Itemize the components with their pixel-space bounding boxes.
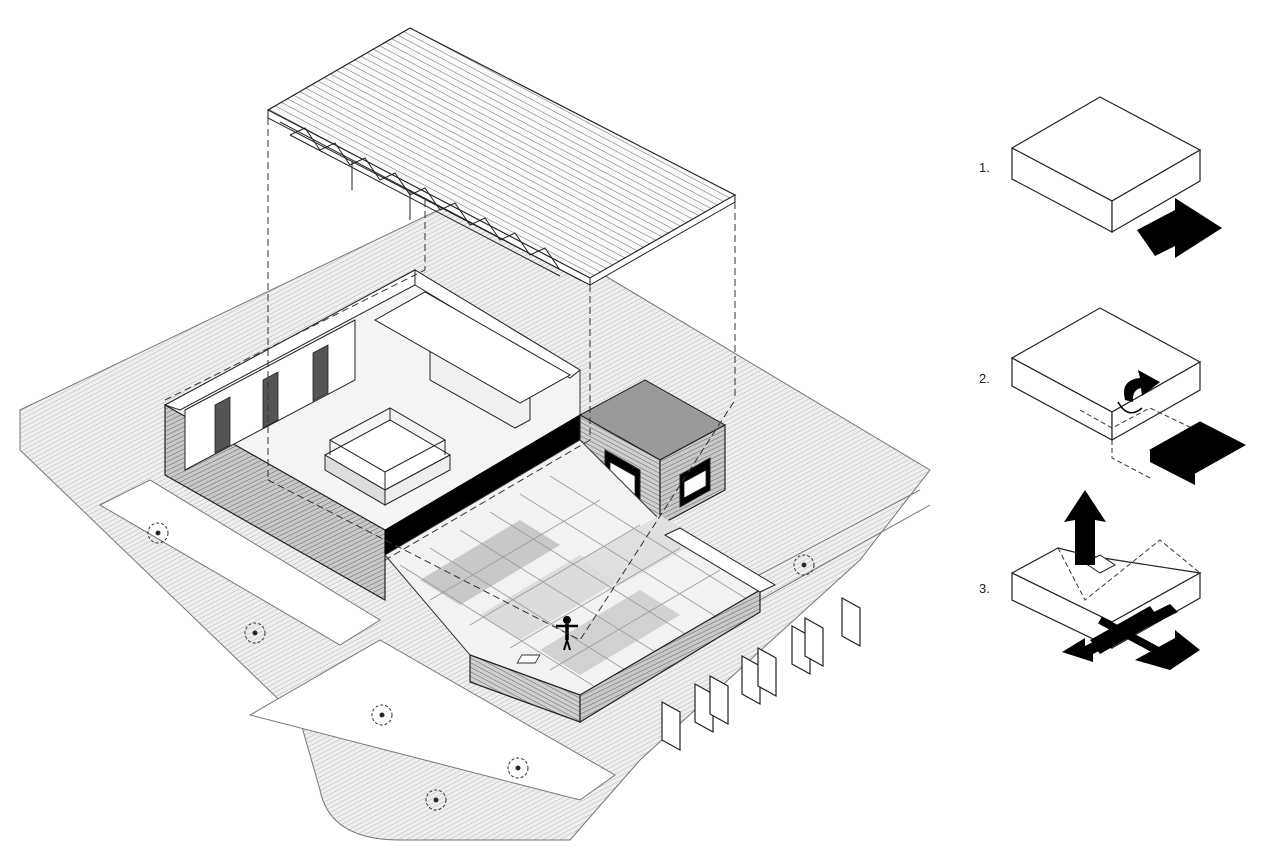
step-1-label: 1. (979, 160, 990, 175)
main-building (163, 269, 581, 602)
tree-marker (371, 704, 393, 726)
tree-marker (793, 554, 815, 576)
concept-step-1 (1010, 96, 1222, 258)
annex-building (578, 379, 727, 527)
arrow-right-icon (1137, 198, 1222, 258)
tree-marker (244, 622, 266, 644)
person-figure (556, 616, 578, 651)
arrow-up-icon (1064, 490, 1106, 565)
tree-marker (425, 789, 447, 811)
exploded-roof (164, 27, 737, 641)
tree-markers (147, 522, 815, 811)
courtyard-floor (384, 439, 777, 724)
tree-marker (507, 757, 529, 779)
rotate-arrow-icon (1124, 370, 1160, 402)
pivot-doors (661, 596, 861, 752)
concept-step-3 (1010, 490, 1202, 670)
tree-marker (147, 522, 169, 544)
concept-step-2 (1010, 307, 1247, 485)
step-2-label: 2. (979, 371, 990, 386)
step-3-label: 3. (979, 581, 990, 596)
